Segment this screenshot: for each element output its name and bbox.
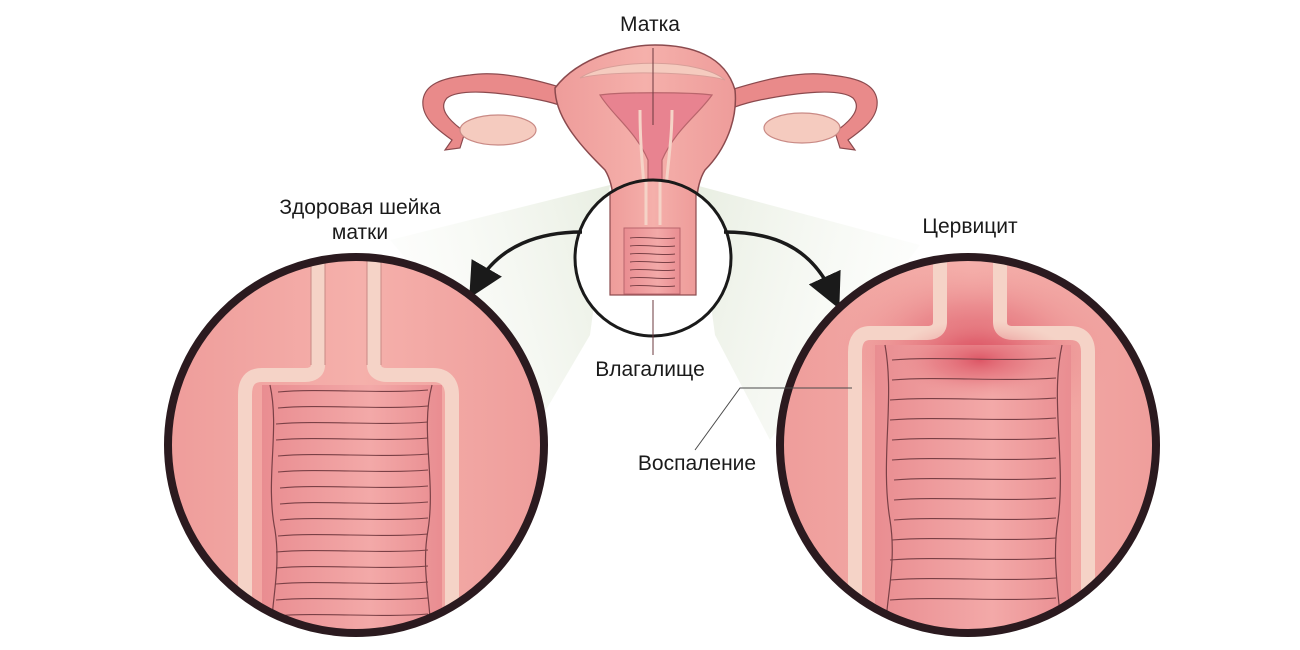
curved-arrow-left-icon	[469, 230, 583, 299]
curved-arrow-right-icon	[723, 230, 841, 309]
healthy-cervix-circle	[164, 253, 548, 637]
vagina-label: Влагалище	[595, 358, 705, 381]
uterus-illustration	[422, 44, 878, 201]
inflammation-leader	[694, 387, 852, 451]
zoom-beam-left	[390, 185, 610, 420]
healthy-cervix-label: Здоровая шейка матки	[279, 196, 441, 245]
cervicitis-circle	[776, 253, 1160, 637]
zoom-beam-right	[695, 185, 920, 440]
uterus-label: Матка	[620, 13, 680, 36]
cervicitis-label: Цервицит	[922, 215, 1018, 238]
magnifier-small	[573, 178, 733, 355]
inflammation-label: Воспаление	[637, 452, 757, 475]
